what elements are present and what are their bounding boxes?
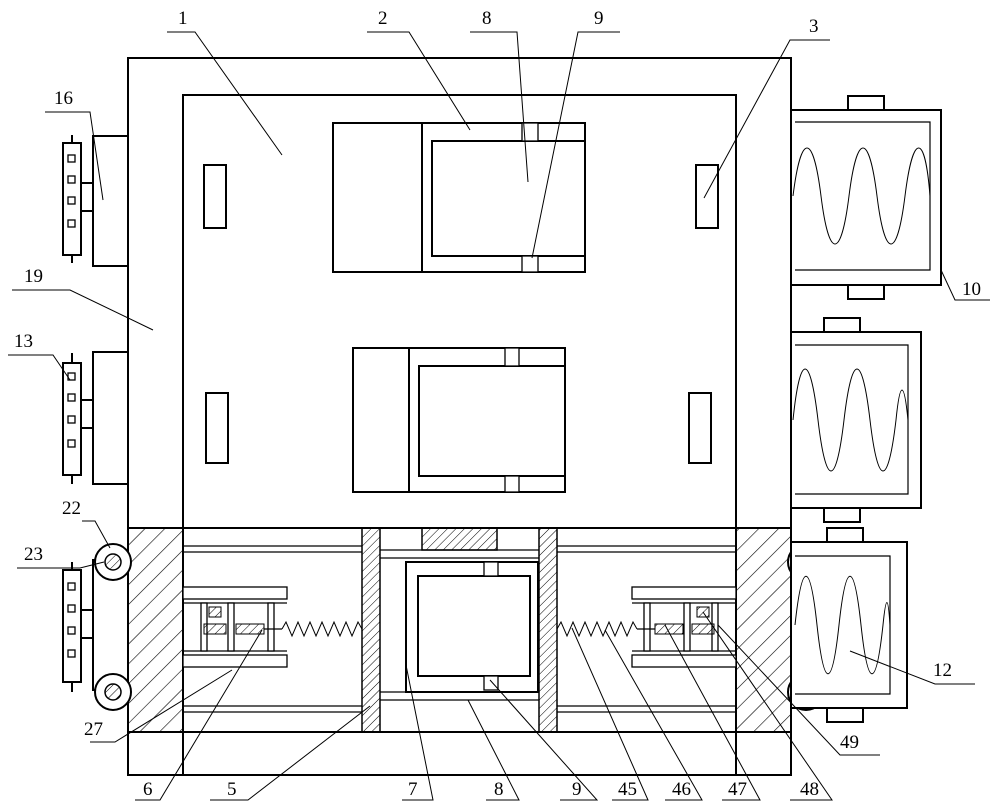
label-12: 12	[933, 660, 952, 681]
label-5: 5	[227, 779, 237, 800]
label-45: 45	[618, 779, 637, 800]
label-23: 23	[24, 544, 43, 565]
label-7: 7	[408, 779, 418, 800]
label-47: 47	[728, 779, 747, 800]
label-8-bottom: 8	[494, 779, 504, 800]
left-connector-16	[62, 135, 129, 267]
label-13: 13	[14, 331, 33, 352]
label-27: 27	[84, 719, 103, 740]
side-slots	[203, 164, 719, 464]
left-connector-13	[62, 351, 129, 485]
part-labels: 1 2 8 9 3 16 19 13 10 12 22 23 27 49 6 5…	[14, 8, 981, 800]
label-16: 16	[54, 88, 73, 109]
center-slider	[405, 561, 539, 693]
label-10: 10	[962, 279, 981, 300]
leader-lines	[8, 31, 990, 801]
right-spring-box-12	[790, 527, 908, 723]
right-hatched-wall	[735, 527, 792, 733]
left-connector-lower	[62, 559, 129, 692]
left-hatched-wall	[127, 527, 184, 733]
left-spring	[281, 620, 363, 638]
label-19: 19	[24, 266, 43, 287]
label-3: 3	[809, 16, 819, 37]
center-posts	[361, 527, 558, 733]
label-22: 22	[62, 498, 81, 519]
upper-module	[332, 122, 586, 273]
label-46: 46	[672, 779, 691, 800]
label-1: 1	[178, 8, 188, 29]
label-9-bottom: 9	[572, 779, 582, 800]
right-spring-box-10	[790, 95, 942, 300]
label-8-top: 8	[482, 8, 492, 29]
middle-module	[352, 347, 566, 493]
label-9-top: 9	[594, 8, 604, 29]
right-spring	[556, 620, 638, 638]
left-carriage	[182, 586, 288, 668]
label-2: 2	[378, 8, 388, 29]
label-48: 48	[800, 779, 819, 800]
right-spring-box-mid	[790, 317, 922, 523]
left-rollers	[94, 543, 132, 711]
label-6: 6	[143, 779, 153, 800]
label-49: 49	[840, 732, 859, 753]
